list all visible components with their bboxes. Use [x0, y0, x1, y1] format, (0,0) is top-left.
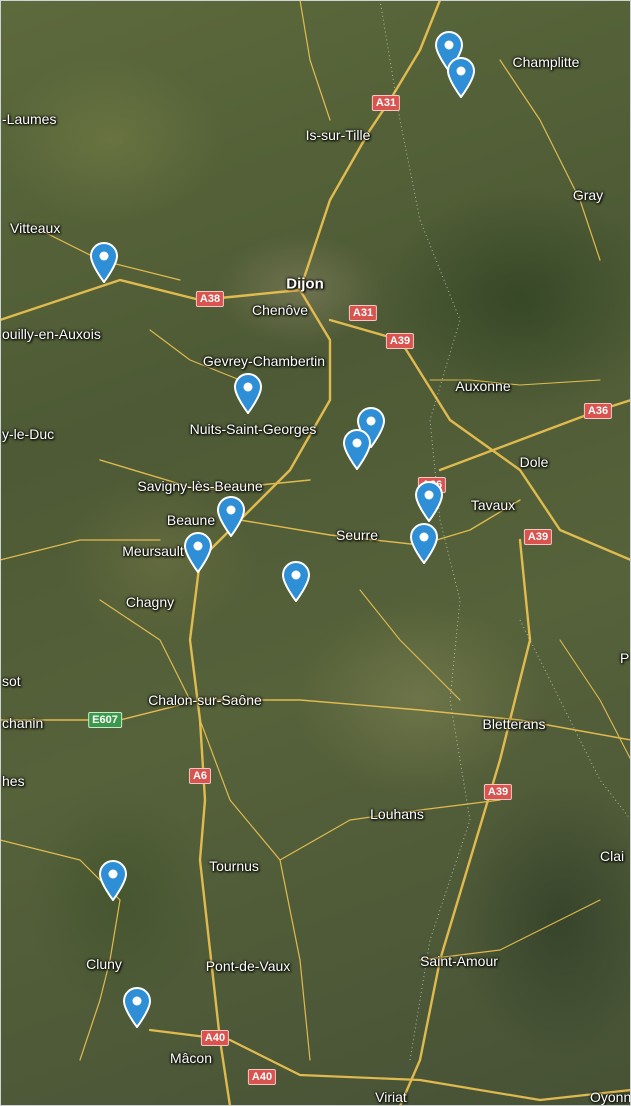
place-label: Gevrey-Chambertin: [202, 353, 326, 369]
road-shield: A40: [200, 1030, 230, 1046]
place-label: Seurre: [335, 527, 379, 543]
place-label: Saint-Amour: [420, 953, 498, 969]
place-label: Chalon-sur-Saône: [148, 692, 262, 708]
map-marker-icon[interactable]: [446, 56, 476, 99]
place-label: Vitteaux: [10, 220, 61, 236]
place-label: Tournus: [209, 858, 259, 874]
road-shield: A31: [371, 95, 401, 111]
road-shield: A39: [385, 333, 415, 349]
place-label: Cluny: [86, 956, 122, 972]
place-label: Tavaux: [470, 497, 516, 513]
place-label: Nuits-Saint-Georges: [189, 421, 317, 437]
map-marker-icon[interactable]: [409, 522, 439, 565]
place-label: Bletterans: [482, 716, 546, 732]
place-label: Is-sur-Tille: [305, 127, 371, 143]
place-label-dijon: Dijon: [286, 275, 324, 293]
place-label: Gray: [572, 187, 604, 203]
map-marker-icon[interactable]: [89, 241, 119, 284]
map-marker-icon[interactable]: [233, 372, 263, 415]
place-label: -Laumes: [2, 111, 57, 127]
place-label: ouilly-en-Auxois: [2, 326, 101, 342]
place-label: y-le-Duc: [2, 426, 55, 442]
place-label: Auxonne: [455, 378, 511, 394]
road-shield: A40: [247, 1069, 277, 1085]
place-label: Pont-de-Vaux: [205, 958, 291, 974]
road-shield: A38: [195, 291, 225, 307]
map-marker-icon[interactable]: [414, 480, 444, 523]
place-label: hes: [2, 773, 25, 789]
place-label: Beaune: [166, 512, 216, 528]
place-label: Viriat: [375, 1089, 407, 1105]
map-marker-icon[interactable]: [216, 495, 246, 538]
place-label: Champlitte: [512, 54, 580, 70]
place-label: Savigny-lès-Beaune: [137, 478, 263, 494]
place-label: Clai: [600, 848, 625, 864]
road-shield: A36: [583, 403, 613, 419]
road-shield: A39: [483, 784, 513, 800]
map-marker-icon[interactable]: [281, 560, 311, 603]
place-label: P: [620, 650, 630, 666]
map-marker-icon[interactable]: [342, 428, 372, 471]
place-label: Dole: [519, 454, 549, 470]
road-shield: A31: [348, 305, 378, 321]
map-marker-icon[interactable]: [183, 531, 213, 574]
place-label: chanin: [2, 715, 44, 731]
road-shield-european: E607: [88, 712, 122, 728]
place-label: Meursault: [122, 543, 184, 559]
place-label: Louhans: [370, 806, 424, 822]
place-label: Chenôve: [251, 302, 309, 318]
place-label: sot: [2, 673, 21, 689]
place-label: Chagny: [125, 594, 175, 610]
place-label: Oyonn: [590, 1089, 631, 1105]
place-label: Mâcon: [169, 1050, 213, 1066]
road-shield: A39: [523, 529, 553, 545]
map-marker-icon[interactable]: [122, 986, 152, 1029]
road-shield: A6: [188, 768, 212, 784]
map-marker-icon[interactable]: [98, 859, 128, 902]
